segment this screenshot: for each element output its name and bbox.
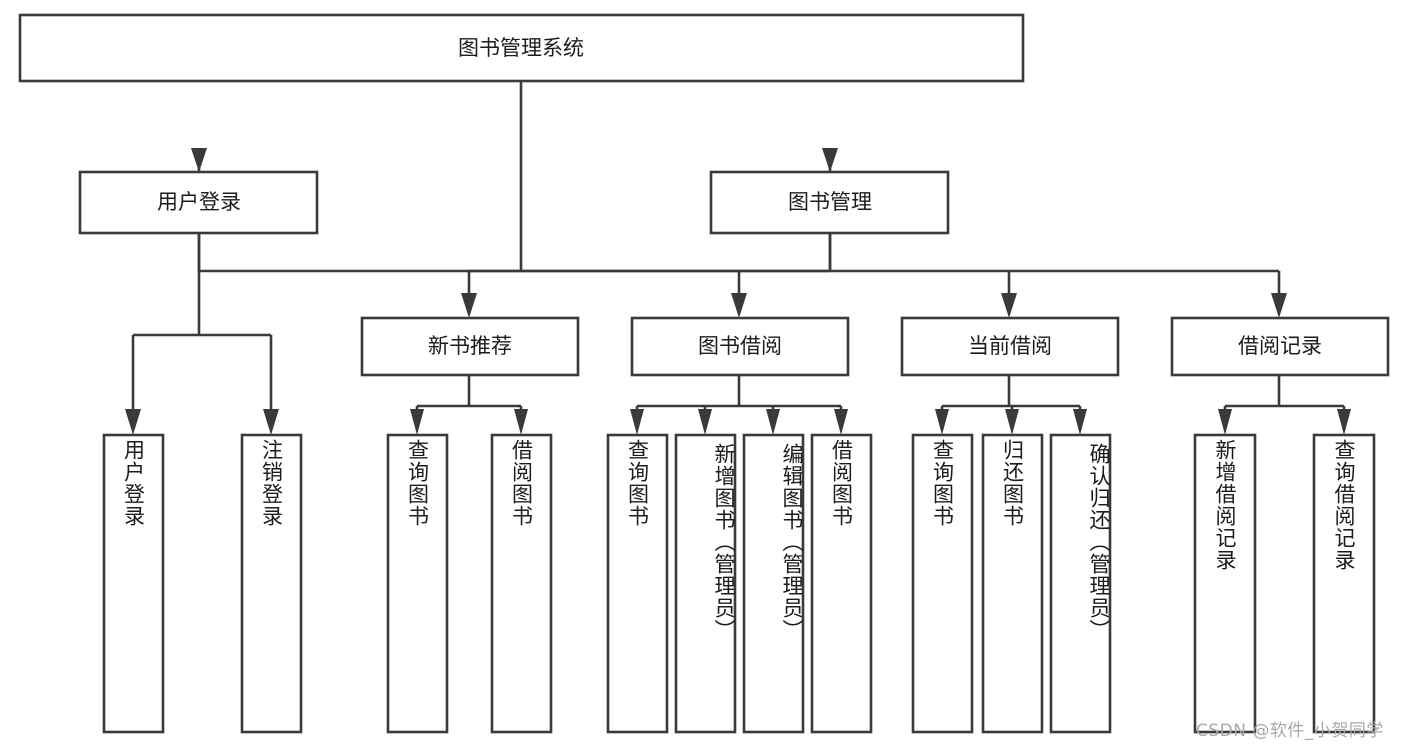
arrowhead-leaf-edit-book	[766, 409, 780, 435]
arrowhead-borrow-record	[1271, 293, 1287, 318]
node-borrow-record[interactable]	[1170, 316, 1390, 377]
node-leaf-query-book-3[interactable]	[911, 433, 974, 734]
connector-group-new-book	[415, 375, 523, 411]
node-user-login[interactable]	[78, 170, 319, 235]
arrowhead-leaf-logout	[263, 409, 279, 435]
connector-group-user-login	[131, 233, 273, 411]
node-leaf-add-record[interactable]	[1193, 433, 1257, 734]
node-leaf-edit-book[interactable]	[742, 433, 805, 734]
arrowhead-user-login	[191, 148, 207, 172]
arrowhead-leaf-confirm-return	[1073, 409, 1087, 435]
node-leaf-query-book-1[interactable]	[386, 433, 449, 734]
node-new-book-recommend[interactable]	[360, 316, 580, 377]
arrowhead-leaf-borrow-book-2	[834, 409, 848, 435]
label-root: 图书管理系统	[458, 36, 584, 60]
node-leaf-query-book-2[interactable]	[606, 433, 669, 734]
node-book-manage[interactable]	[709, 170, 950, 235]
node-box-group	[18, 13, 1390, 734]
node-leaf-user-login[interactable]	[102, 433, 165, 734]
arrowhead-leaf-add-book	[698, 409, 712, 435]
arrowhead-leaf-query-record	[1337, 409, 1351, 435]
node-leaf-return-book[interactable]	[981, 433, 1044, 734]
arrowhead-leaf-borrow-book-1	[514, 409, 528, 435]
connector-group-book-borrow	[635, 375, 843, 411]
arrowhead-leaf-query-book-3	[935, 409, 949, 435]
label-book-borrow: 图书借阅	[698, 334, 782, 358]
label-borrow-record: 借阅记录	[1238, 334, 1322, 358]
node-current-borrow[interactable]	[900, 316, 1120, 377]
connector-group-current-borrow	[940, 375, 1082, 411]
node-leaf-borrow-book-2[interactable]	[810, 433, 873, 734]
arrowhead-book-borrow	[731, 293, 747, 318]
arrowhead-leaf-query-book-1	[410, 409, 424, 435]
arrowhead-book-manage	[822, 148, 838, 172]
arrowhead-new-book	[461, 293, 477, 318]
node-leaf-borrow-book-1[interactable]	[490, 433, 553, 734]
label-user-login: 用户登录	[157, 190, 241, 214]
node-root[interactable]	[18, 13, 1025, 83]
node-leaf-query-record[interactable]	[1312, 433, 1376, 734]
watermark-text: CSDN @软件_小贺同学	[1196, 721, 1384, 741]
connector-group-book-manage	[467, 233, 1281, 296]
label-book-manage: 图书管理	[788, 190, 872, 214]
node-label-group-horizontal: 图书管理系统 用户登录 图书管理 新书推荐 图书借阅 当前借阅 借阅记录	[157, 36, 1322, 358]
node-leaf-add-book[interactable]	[674, 433, 737, 734]
node-leaf-confirm-return[interactable]	[1049, 433, 1112, 734]
node-book-borrow[interactable]	[630, 316, 850, 377]
arrowhead-leaf-return-book	[1005, 409, 1019, 435]
node-leaf-logout[interactable]	[240, 433, 303, 734]
arrowhead-current-borrow	[1001, 293, 1017, 318]
arrowhead-group	[125, 148, 1351, 435]
arrowhead-leaf-user-login	[125, 409, 141, 435]
label-current-borrow: 当前借阅	[968, 334, 1052, 358]
label-new-book-recommend: 新书推荐	[428, 334, 512, 358]
arrowhead-leaf-query-book-2	[630, 409, 644, 435]
arrowhead-leaf-add-record	[1218, 409, 1232, 435]
connector-group-borrow-record	[1223, 375, 1346, 411]
